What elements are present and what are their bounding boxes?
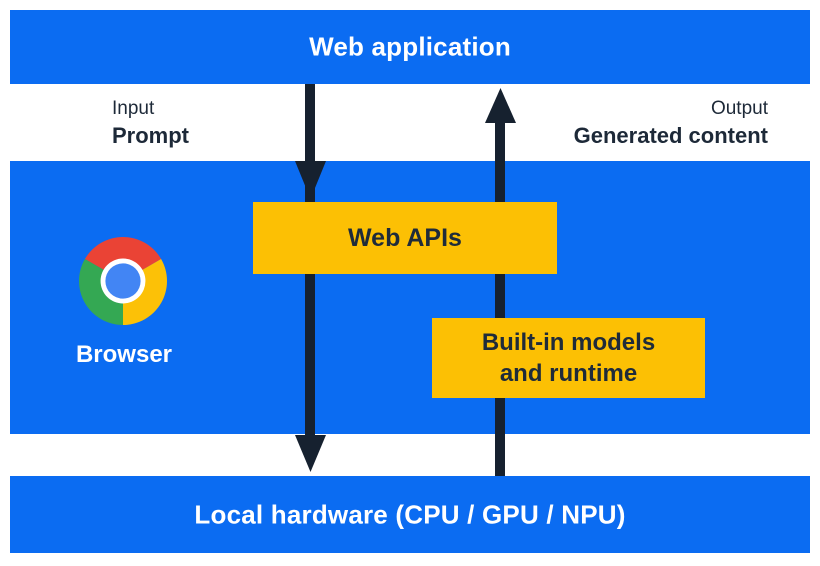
down-arrow-icon: [295, 84, 326, 472]
input-value: Prompt: [112, 123, 189, 148]
output-label-block: Output Generated content: [574, 96, 768, 150]
web-apis-box: Web APIs: [253, 202, 557, 274]
output-value: Generated content: [573, 123, 768, 148]
local-hardware-label: Local hardware (CPU / GPU / NPU): [194, 499, 626, 529]
output-title: Output: [710, 98, 768, 119]
local-hardware-band: Local hardware (CPU / GPU / NPU): [10, 476, 810, 553]
builtin-models-line1: Built-in models: [481, 329, 656, 356]
builtin-models-line2: and runtime: [499, 360, 638, 387]
web-application-band: Web application: [10, 10, 810, 84]
web-application-label: Web application: [309, 31, 511, 62]
web-apis-label: Web APIs: [348, 223, 462, 252]
up-arrow-icon: [485, 88, 516, 476]
builtin-models-box: Built-in models and runtime: [432, 318, 705, 398]
browser-label: Browser: [75, 341, 173, 368]
chrome-icon: [79, 237, 167, 325]
input-title: Input: [112, 98, 155, 119]
input-label-block: Input Prompt: [112, 96, 189, 150]
